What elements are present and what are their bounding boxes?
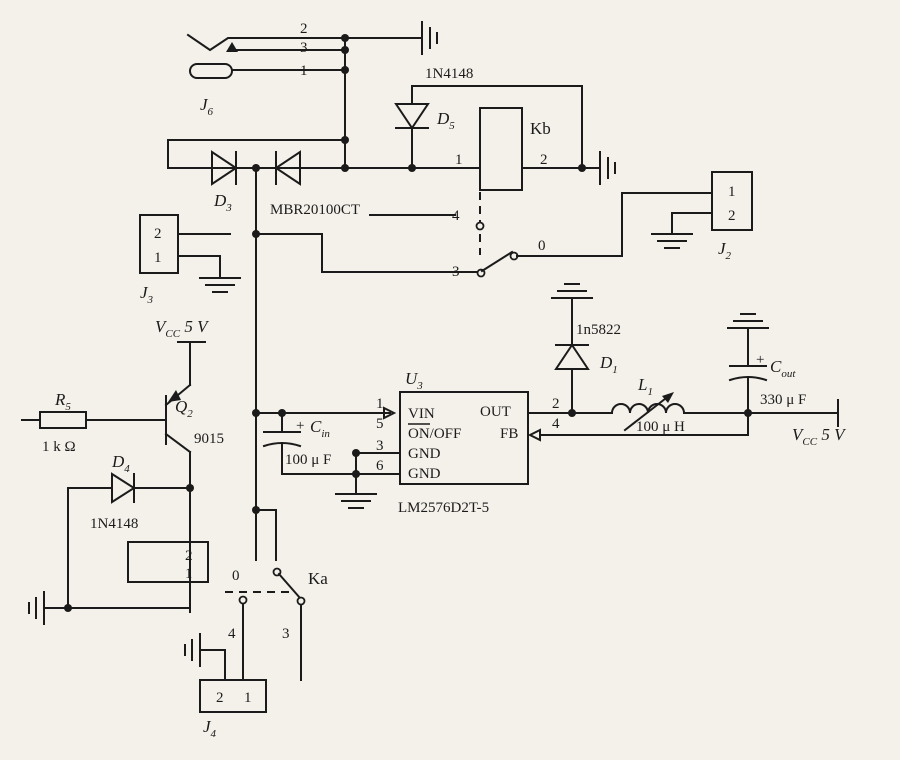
resistor-r5: R5 1 k Ω <box>21 390 167 455</box>
ka-coil-pin-1: 1 <box>185 566 193 582</box>
connector-j2: 1 2 J2 <box>651 171 753 262</box>
j6-pin-1: 1 <box>300 63 308 79</box>
junction-dot <box>252 230 260 238</box>
j4-label: J4 <box>203 717 217 740</box>
r5-label: R5 <box>54 390 71 413</box>
u3-num-2: 2 <box>552 396 560 412</box>
cout-value: 330 μ F <box>760 392 806 408</box>
diode-d1: 1n5822 D1 <box>551 283 621 414</box>
junction-dot <box>252 409 260 417</box>
u3-num-5: 5 <box>376 416 384 432</box>
d4-part: 1N4148 <box>90 516 138 532</box>
l1-value: 100 μ H <box>636 419 685 435</box>
cin-label: Cin <box>310 417 330 440</box>
u3-pin-onoff: ON/OFF <box>408 426 461 442</box>
d5-part: 1N4148 <box>425 66 473 82</box>
q2-label: Q2 <box>175 397 193 420</box>
ka-pin-4: 4 <box>228 626 236 642</box>
j4-pin-1: 1 <box>244 690 252 706</box>
junction-dot <box>352 449 360 457</box>
ground-symbol-kb <box>599 151 616 185</box>
relay-contact-kb: 4 3 0 <box>255 192 713 280</box>
j2-label: J2 <box>718 239 732 262</box>
d3-part: MBR20100CT <box>270 202 360 218</box>
cout-polarity: + <box>756 352 764 368</box>
u3-pin-gnd-2: GND <box>408 466 441 482</box>
junction-dot <box>352 470 360 478</box>
regulator-u3: U3 VIN ON/OFF GND GND OUT FB 1 5 3 6 2 4… <box>376 369 560 516</box>
vcc-out: VCC 5 V <box>792 425 847 448</box>
junction-dot <box>341 66 349 74</box>
junction-dot <box>341 34 349 42</box>
u3-pin-gnd-1: GND <box>408 446 441 462</box>
connector-j3: 2 1 J3 <box>139 214 241 306</box>
junction-dot <box>578 164 586 172</box>
relay-coil-kb: Kb 1 2 <box>455 107 601 191</box>
d4-label: D4 <box>111 452 130 475</box>
j6-pin-3: 3 <box>300 40 308 56</box>
kb-pin-1: 1 <box>455 152 463 168</box>
cin-value: 100 μ F <box>285 452 331 468</box>
ground-symbol-u3 <box>335 493 377 509</box>
ground-symbol-top <box>344 21 438 55</box>
relay-contact-ka: 0 4 3 Ka <box>225 509 328 681</box>
d1-part: 1n5822 <box>576 322 621 338</box>
r5-value: 1 k Ω <box>42 439 76 455</box>
u3-pin-out: OUT <box>480 404 511 420</box>
l1-label: L1 <box>637 375 653 398</box>
junction-dot <box>186 484 194 492</box>
u3-part: LM2576D2T-5 <box>398 500 489 516</box>
j4-pin-2: 2 <box>216 690 224 706</box>
ka-label: Ka <box>308 569 328 588</box>
j6-pin-2: 2 <box>300 21 308 37</box>
j6-label: J6 <box>200 95 214 118</box>
junction-dot <box>252 164 260 172</box>
j2-pin-2: 2 <box>728 208 736 224</box>
cin-polarity: + <box>296 418 304 434</box>
diode-d3-pair: D3 MBR20100CT <box>211 150 360 561</box>
d3-label: D3 <box>213 191 232 214</box>
inductor-l1: L1 100 μ H <box>610 375 749 435</box>
junction-dot <box>252 506 260 514</box>
j3-label: J3 <box>140 283 154 306</box>
u3-label: U3 <box>405 369 423 392</box>
j3-pin-1: 1 <box>154 250 162 266</box>
connector-j4: 2 1 J4 <box>184 633 267 740</box>
j3-pin-2: 2 <box>154 226 162 242</box>
ka-pin-3: 3 <box>282 626 290 642</box>
cout-label: Cout <box>770 357 796 380</box>
ka-coil-pin-2: 2 <box>185 548 193 564</box>
j2-pin-1: 1 <box>728 184 736 200</box>
u3-pin-vin: VIN <box>408 406 435 422</box>
vcc-top: VCC 5 V <box>155 317 210 340</box>
q2-part: 9015 <box>194 431 224 447</box>
u3-num-4: 4 <box>552 416 560 432</box>
u3-num-6: 6 <box>376 458 384 474</box>
diode-d5: 1N4148 D5 <box>394 66 583 169</box>
kb-contact-pin-0: 0 <box>538 238 546 254</box>
kb-pin-2: 2 <box>540 152 548 168</box>
capacitor-cin: + Cin 100 μ F <box>262 412 331 475</box>
u3-pin-fb: FB <box>500 426 518 442</box>
kb-contact-pin-3: 3 <box>452 264 460 280</box>
d5-label: D5 <box>436 109 455 132</box>
ka-pin-0: 0 <box>232 568 240 584</box>
ground-symbol-left <box>28 591 69 625</box>
relay-coil-ka: 2 1 <box>67 541 209 609</box>
junction-dot <box>341 164 349 172</box>
kb-contact-pin-4: 4 <box>452 208 460 224</box>
u3-num-3: 3 <box>376 438 384 454</box>
kb-label: Kb <box>530 119 551 138</box>
connector-j6: 2 3 1 J6 <box>186 21 346 118</box>
u3-num-1: 1 <box>376 396 384 412</box>
d1-label: D1 <box>599 353 618 376</box>
capacitor-cout: + Cout 330 μ F <box>727 313 806 436</box>
junction-dot <box>341 46 349 54</box>
diode-d4: D4 1N4148 <box>67 452 191 609</box>
